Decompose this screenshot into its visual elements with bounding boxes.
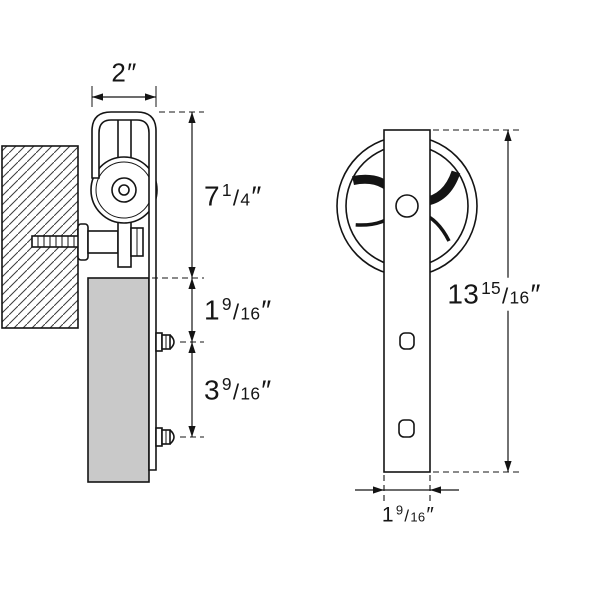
axle-hole — [395, 194, 419, 218]
dim-whole-number: 7 — [204, 180, 220, 212]
dim-vertical-graphics — [152, 111, 204, 438]
dim-whole-number: 1 — [204, 294, 220, 326]
fraction-slash: / — [232, 379, 240, 405]
dim-whole-number: 13 — [447, 278, 480, 310]
strap-front — [383, 129, 431, 473]
strap-hole-lower — [398, 419, 415, 438]
side-view — [1, 86, 204, 483]
strap-hole-upper — [399, 332, 415, 350]
inch-mark: ″ — [530, 278, 541, 310]
fraction-slash: / — [404, 506, 410, 526]
dim-fraction: 15/16 — [481, 278, 529, 309]
dim-track-width-graphics — [91, 86, 157, 107]
fraction-numerator: 9 — [221, 373, 232, 394]
roller-wheel-side — [90, 156, 158, 224]
dim-fraction: 9/16 — [395, 502, 426, 527]
inch-mark: ″ — [426, 503, 435, 527]
fraction-denominator: 4 — [240, 189, 251, 210]
dim-fraction: 9/16 — [222, 374, 260, 405]
inch-mark: ″ — [251, 180, 262, 212]
door-bolt-upper — [155, 332, 175, 352]
fraction-numerator: 1 — [221, 179, 232, 200]
fraction-slash: / — [232, 299, 240, 325]
fraction-slash: / — [502, 283, 509, 309]
dim-fraction: 9/16 — [222, 294, 260, 325]
fraction-denominator: 16 — [509, 287, 530, 308]
fraction-numerator: 9 — [221, 293, 232, 314]
dim-fraction: 1/4 — [222, 180, 250, 211]
fraction-denominator: 16 — [240, 303, 261, 324]
front-view — [336, 129, 520, 503]
door-bolt-lower — [155, 427, 175, 447]
fraction-slash: / — [232, 185, 240, 211]
hanger-strap-side — [91, 111, 157, 471]
spacer-assembly — [77, 223, 119, 261]
fraction-numerator: 15 — [481, 277, 501, 298]
inch-mark: ″ — [261, 294, 272, 326]
thread-ticks — [37, 236, 75, 247]
door-panel — [87, 277, 150, 483]
dim-whole-number: 2 — [111, 57, 127, 88]
inch-mark: ″ — [261, 374, 272, 406]
inch-mark: ″ — [127, 57, 137, 88]
track-nut — [130, 227, 144, 257]
fraction-denominator: 16 — [240, 383, 261, 404]
dim-label-track-width: 2″ — [111, 58, 136, 89]
fraction-numerator: 9 — [395, 502, 404, 518]
dim-whole-number: 1 — [381, 503, 394, 527]
dim-strap-width-graphics — [355, 475, 459, 503]
fraction-denominator: 16 — [410, 509, 426, 525]
lag-bolt — [31, 235, 83, 248]
dim-whole-number: 3 — [204, 374, 220, 406]
